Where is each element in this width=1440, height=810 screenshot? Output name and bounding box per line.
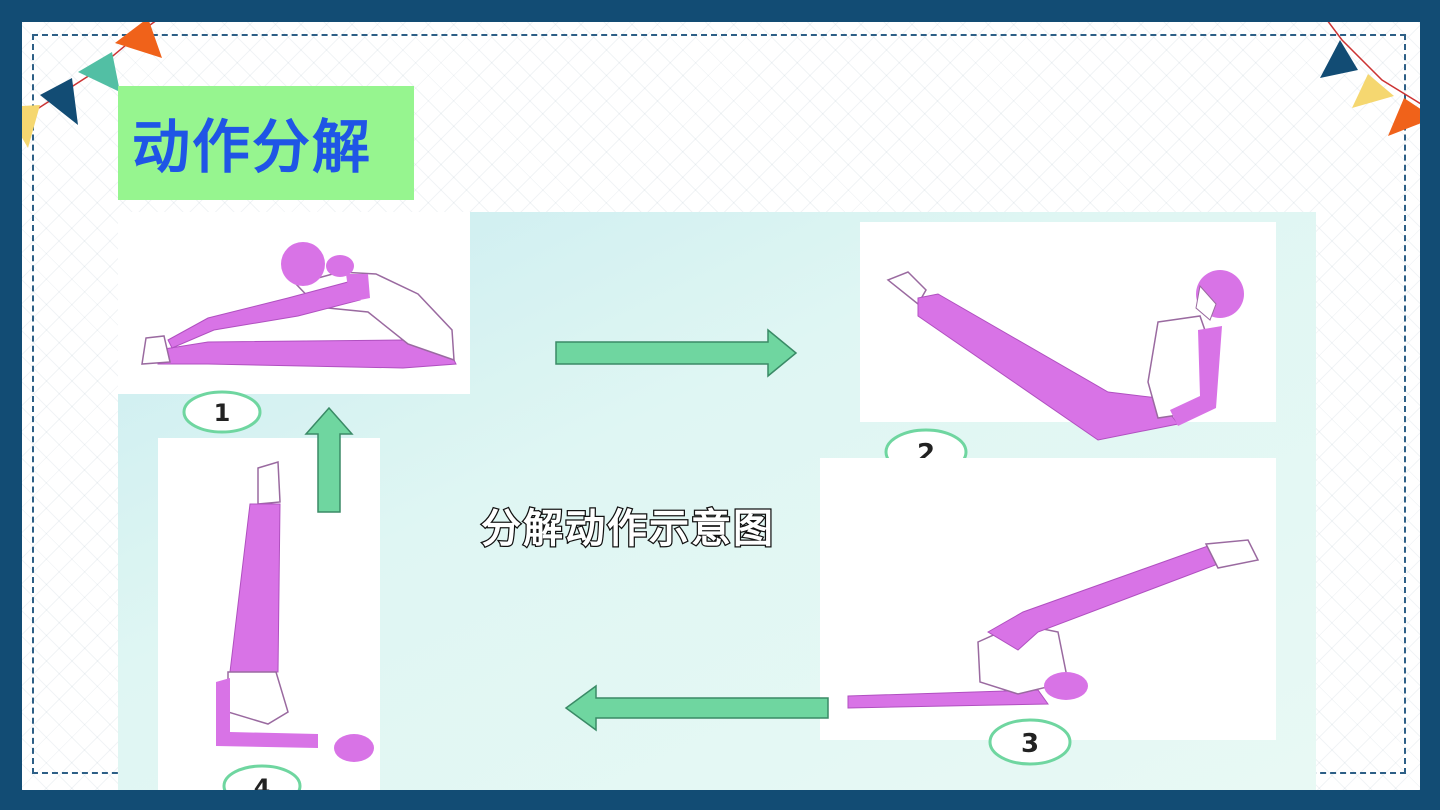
right-bunting-decoration	[1320, 22, 1420, 136]
step-3-panel	[820, 458, 1276, 740]
step-3-badge: 3	[988, 718, 1072, 766]
arrow-up-icon	[304, 406, 354, 513]
left-bunting-decoration	[22, 22, 162, 148]
title-box: 动作分解	[118, 86, 414, 200]
step-3-number: 3	[1021, 729, 1039, 759]
step-2-panel	[860, 222, 1276, 441]
slide: 动作分解	[22, 22, 1420, 790]
step-4-panel	[158, 438, 380, 790]
step-1-number: 1	[214, 399, 231, 427]
diagram-caption: 分解动作示意图	[481, 506, 775, 552]
step-1-panel	[118, 212, 470, 394]
diagram-svg: 1 2	[118, 212, 1316, 790]
pose-sequence-diagram: 1 2	[118, 212, 1316, 790]
step-1-badge: 1	[182, 390, 262, 434]
step-4-badge: 4	[222, 764, 302, 790]
page-title: 动作分解	[132, 113, 373, 181]
step-4-number: 4	[254, 774, 271, 790]
arrow-right-icon	[555, 328, 798, 378]
arrow-left-icon	[564, 684, 829, 732]
